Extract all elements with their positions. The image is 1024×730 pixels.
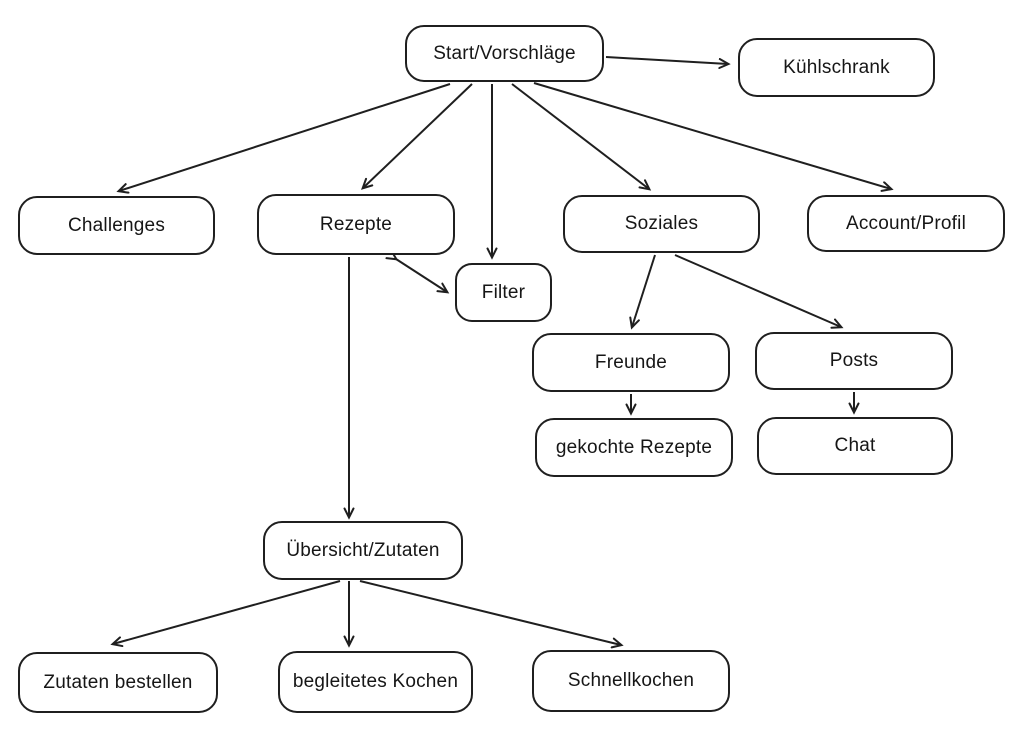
edge-start-to-challenges [116,83,451,194]
node-freunde: Freunde [532,333,730,392]
node-label: Start/Vorschläge [433,42,576,64]
node-label: Filter [481,281,526,303]
edge-start-to-rezepte [361,83,473,190]
node-label: Kühlschrank [783,56,890,78]
node-label: Schnellkochen [567,670,695,691]
node-begleitetes-kochen: begleitetes Kochen [278,651,473,713]
node-start-vorschlaege: Start/Vorschläge [405,25,604,82]
node-label: begleitetes Kochen [292,671,459,692]
node-kuehlschrank: Kühlschrank [738,38,935,97]
node-label: Posts [829,350,879,371]
node-gekochte-rezepte: gekochte Rezepte [535,418,733,477]
edge-start-to-kuehlschrank [605,56,731,70]
node-zutaten-bestellen: Zutaten bestellen [18,652,218,713]
node-rezepte: Rezepte [257,194,455,255]
node-label: Übersicht/Zutaten [286,539,440,561]
node-challenges: Challenges [18,196,215,255]
node-chat: Chat [757,417,953,475]
node-label: Soziales [624,213,699,234]
node-account-profil: Account/Profil [807,195,1005,252]
node-label: Rezepte [319,213,393,235]
node-posts: Posts [755,332,953,390]
node-label: Challenges [67,214,166,236]
node-label: Freunde [594,351,668,373]
node-soziales: Soziales [563,195,760,253]
node-label: Zutaten bestellen [43,671,193,693]
edge-start-to-account-profil [533,82,894,192]
edge-uebersicht-to-zutaten-bestellen [110,580,341,648]
node-schnellkochen: Schnellkochen [532,650,730,712]
node-label: Chat [834,435,876,456]
edge-soziales-to-freunde [629,254,656,330]
edge-rezepte-filter-double [385,249,450,294]
node-filter: Filter [455,263,552,322]
node-label: gekochte Rezepte [555,436,713,458]
edge-soziales-to-posts [674,254,844,329]
node-uebersicht-zutaten: Übersicht/Zutaten [263,521,463,580]
edge-start-to-soziales [511,83,652,191]
edge-uebersicht-to-schnellkochen [359,580,624,649]
node-label: Account/Profil [845,212,967,234]
